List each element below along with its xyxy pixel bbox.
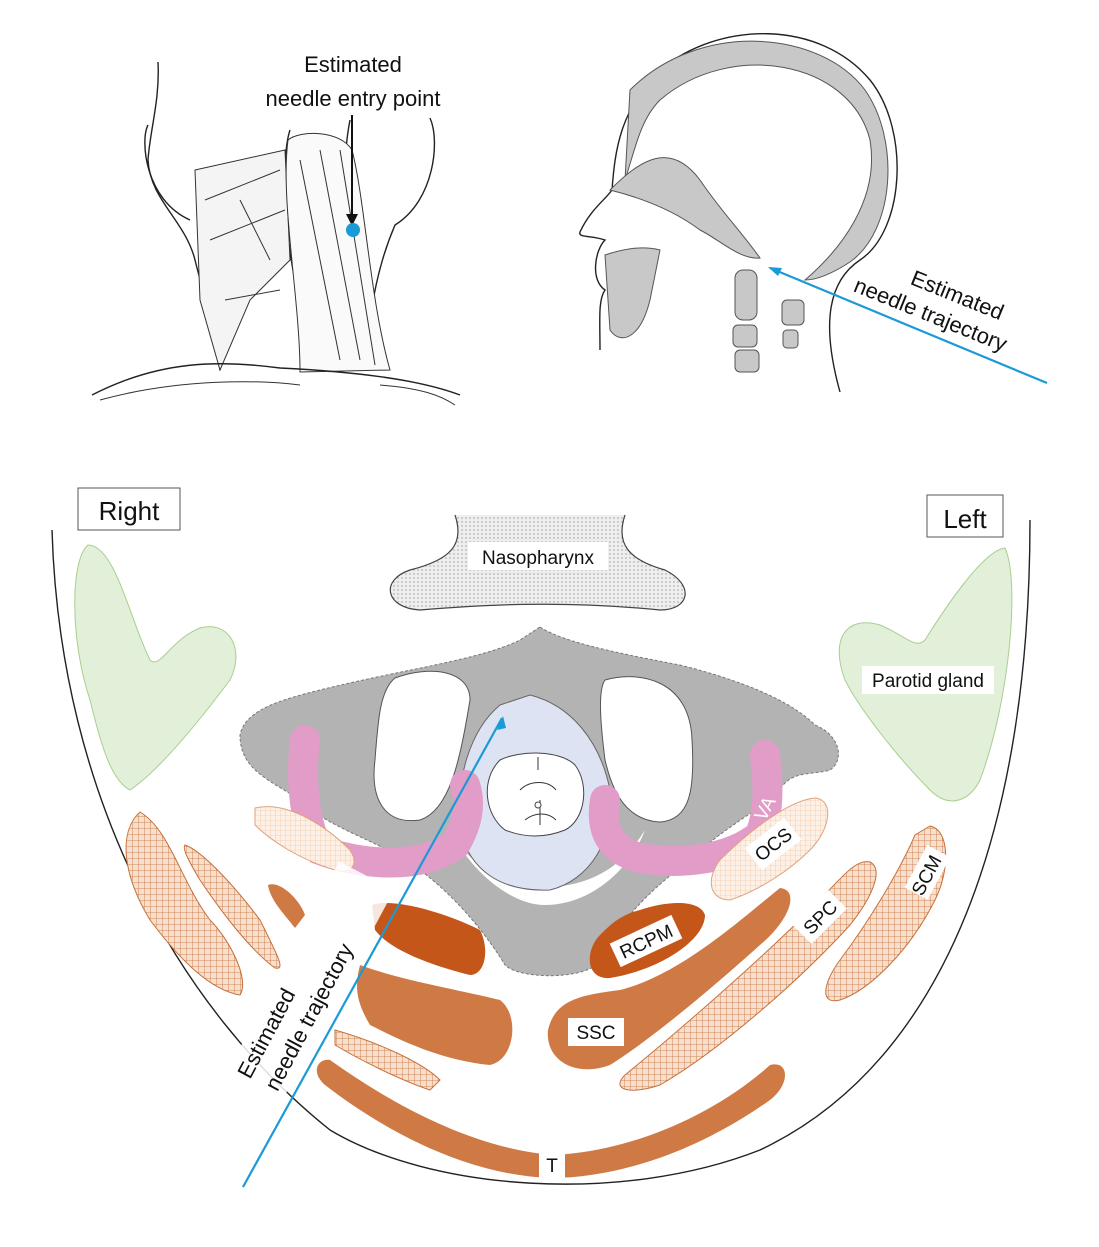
spc-label-bg xyxy=(793,890,847,944)
muscle-right-small xyxy=(268,884,305,928)
ssc-label: SSC xyxy=(576,1023,615,1044)
spinal-cord xyxy=(486,752,585,837)
right-side-label: Right xyxy=(99,496,160,526)
muscle-right-scm xyxy=(125,811,244,996)
muscle-right-ssc xyxy=(357,965,513,1065)
muscle-right-spc xyxy=(183,844,281,969)
parotid-gland-right xyxy=(74,544,237,791)
canal-ring xyxy=(450,830,645,905)
entry-label-line1: Estimated xyxy=(304,52,402,77)
scm-label-bg xyxy=(904,845,951,900)
muscle-right-ocs xyxy=(254,806,355,872)
axial-cross-section: Right Left Nasopharynx Parotid gland VA xyxy=(51,487,1031,1188)
left-side-label: Left xyxy=(943,504,987,534)
left-side-box xyxy=(926,494,1004,538)
parotid-label-bg xyxy=(862,666,994,694)
vertebral-artery-left xyxy=(588,740,783,876)
entry-label-line2: needle entry point xyxy=(266,86,441,111)
bottom-needle-trajectory-line xyxy=(242,717,503,1188)
lateral-mass-right xyxy=(373,670,471,822)
t-label-bg xyxy=(539,1152,565,1178)
nasopharynx-label: Nasopharynx xyxy=(482,548,594,569)
lateral-mass-left xyxy=(600,676,694,823)
needle-entry-point-marker xyxy=(346,223,360,237)
ocs-label-bg xyxy=(744,817,802,871)
vertebral-artery-right xyxy=(288,725,483,878)
entry-pointer-arrowhead xyxy=(346,214,358,226)
t-label: T xyxy=(546,1156,558,1177)
muscle-right-splenius xyxy=(334,1029,441,1091)
rcpm-label-bg xyxy=(609,914,683,968)
right-side-box xyxy=(77,487,181,531)
trajectory-label-bg xyxy=(226,861,394,1103)
top-needle-arrowhead xyxy=(768,267,782,276)
ssc-label-bg xyxy=(568,1018,624,1046)
bottom-needle-arrowhead xyxy=(497,716,506,730)
muscle-trapezius xyxy=(316,1059,785,1178)
nasopharynx-label-bg xyxy=(468,542,608,570)
muscle-right-rcpm xyxy=(372,902,486,975)
parotid-label: Parotid gland xyxy=(872,671,984,692)
sagittal-head-illustration: Estimated needle trajectory xyxy=(579,32,1048,393)
top-needle-trajectory-line xyxy=(769,266,1048,385)
posterior-neck-illustration: Estimated needle entry point xyxy=(91,52,461,406)
